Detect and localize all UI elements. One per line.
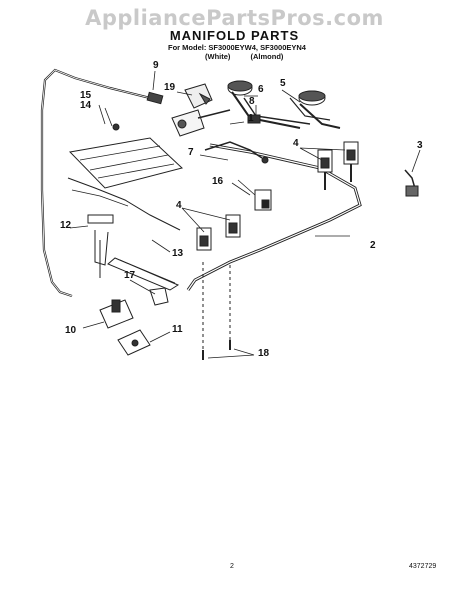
callout-17: 17 (124, 270, 136, 281)
orifice-holder (247, 114, 261, 124)
watermark: AppliancePartsPros.com (85, 6, 384, 30)
thermostat-tube (204, 141, 263, 159)
wire-clip (149, 287, 169, 306)
callout-6: 6 (258, 84, 264, 95)
igniter (87, 214, 114, 224)
callout-2: 2 (370, 240, 376, 251)
burner-valve-right-b (343, 141, 359, 182)
callout-15: 15 (80, 90, 92, 101)
burner-valve-right-a (317, 149, 333, 190)
regulator-cap (184, 83, 213, 109)
callout-5: 5 (280, 78, 286, 89)
ignition-wires (67, 177, 181, 231)
igniter-bracket (107, 257, 180, 291)
callout-3: 3 (417, 140, 423, 151)
model-line: For Model: SF3000EYW4, SF3000EYN4 (168, 43, 306, 52)
callout-10: 10 (65, 325, 77, 336)
callout-7: 7 (188, 147, 194, 158)
callout-4-right: 4 (293, 138, 299, 149)
callout-9: 9 (153, 60, 159, 71)
document-number: 4372729 (409, 563, 437, 570)
page-number: 2 (230, 563, 234, 570)
callout-14: 14 (80, 100, 92, 111)
color-white: (White) (205, 52, 231, 61)
burner-valve-left-b (225, 214, 241, 238)
callout-4-left: 4 (176, 200, 182, 211)
callout-18: 18 (258, 348, 270, 359)
regulator (171, 109, 205, 137)
tube-fitting (146, 91, 164, 105)
callout-8: 8 (249, 96, 255, 107)
callout-12: 12 (60, 220, 72, 231)
callout-16: 16 (212, 176, 224, 187)
color-variants: (White) (Almond) (205, 52, 301, 61)
callout-13: 13 (172, 248, 184, 259)
callout-19: 19 (164, 82, 176, 93)
page-title: MANIFOLD PARTS (169, 28, 300, 43)
callout-11: 11 (172, 324, 183, 335)
callout-1: 1 (248, 113, 254, 124)
color-almond: (Almond) (250, 52, 284, 61)
burner-valve-left-a (196, 227, 212, 251)
